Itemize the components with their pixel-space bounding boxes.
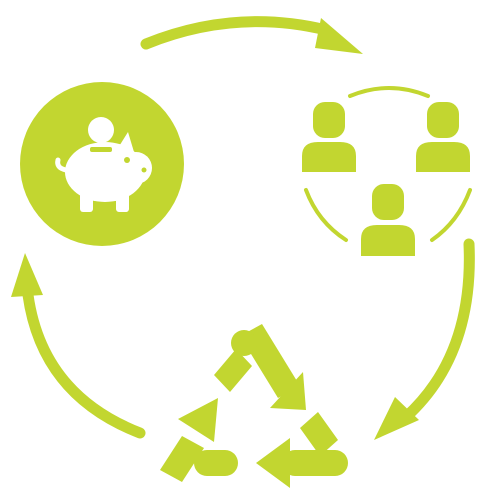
recycle-triangle-icon (160, 324, 348, 488)
person-bottom-icon (361, 184, 415, 256)
piggy-bank-coin-icon (55, 117, 152, 212)
piggy-bank-node (20, 82, 184, 246)
person-left-icon (302, 102, 356, 172)
person-right-icon (416, 102, 470, 172)
recycle-node (160, 324, 348, 488)
people-group-node (302, 86, 472, 256)
arrow-recycle-to-piggy-icon (11, 253, 146, 439)
arrow-piggy-to-people-icon (140, 16, 363, 54)
people-group-circle-icon (302, 86, 472, 256)
arrow-people-to-recycle-icon (374, 238, 475, 440)
